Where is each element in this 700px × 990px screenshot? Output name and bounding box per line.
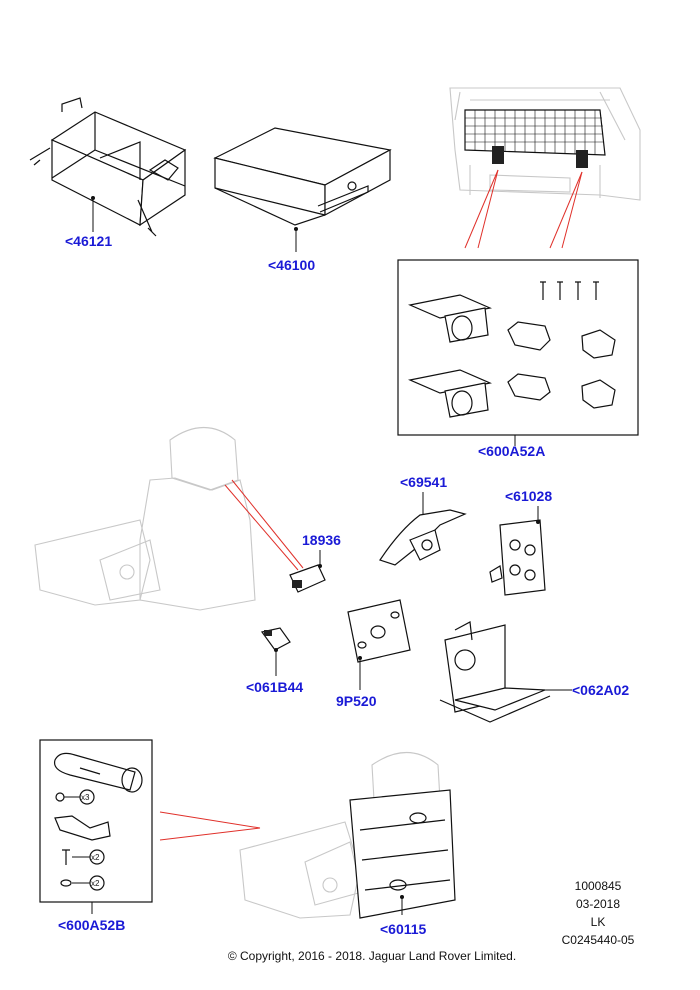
quantity-label: x2 (91, 879, 100, 888)
callout-tube-kit[interactable]: <600A52B (58, 917, 125, 933)
tray-part (439, 621, 572, 723)
quantity-label: x2 (91, 853, 100, 862)
callout-hook[interactable]: <69541 (400, 474, 447, 490)
copyright-notice: © Copyright, 2016 - 2018. Jaguar Land Ro… (228, 949, 516, 963)
callout-storage-box[interactable]: <46121 (65, 233, 112, 249)
callout-tray[interactable]: <062A02 (572, 682, 629, 698)
rear-seat-illustration (239, 752, 456, 919)
connector-part (260, 627, 291, 676)
callout-case[interactable]: <46100 (268, 257, 315, 273)
cargo-area-illustration (449, 87, 641, 249)
clip-part (289, 550, 326, 593)
front-seat-illustration (34, 427, 304, 611)
initials-label: LK (591, 915, 606, 929)
tube-kit-box (39, 739, 153, 914)
callout-bracket-plate[interactable]: <61028 (505, 488, 552, 504)
cargo-kit-box (397, 259, 639, 446)
bracket-plate-part (489, 506, 546, 596)
callout-cargo-kit[interactable]: <600A52A (478, 443, 545, 459)
callout-connector[interactable]: <061B44 (246, 679, 303, 695)
storage-box-illustration (29, 97, 187, 237)
callout-clip[interactable]: 18936 (302, 532, 341, 548)
quantity-label: x3 (81, 793, 90, 802)
reference-code: 1000845 (575, 879, 622, 893)
mount-plate-part (347, 599, 411, 690)
date-label: 03-2018 (576, 897, 620, 911)
illustration-ref: C0245440-05 (562, 933, 635, 947)
callout-mount-plate[interactable]: 9P520 (336, 693, 377, 709)
callout-seat-back[interactable]: <60115 (380, 921, 427, 937)
hook-part (379, 492, 467, 566)
case-illustration (213, 127, 392, 252)
